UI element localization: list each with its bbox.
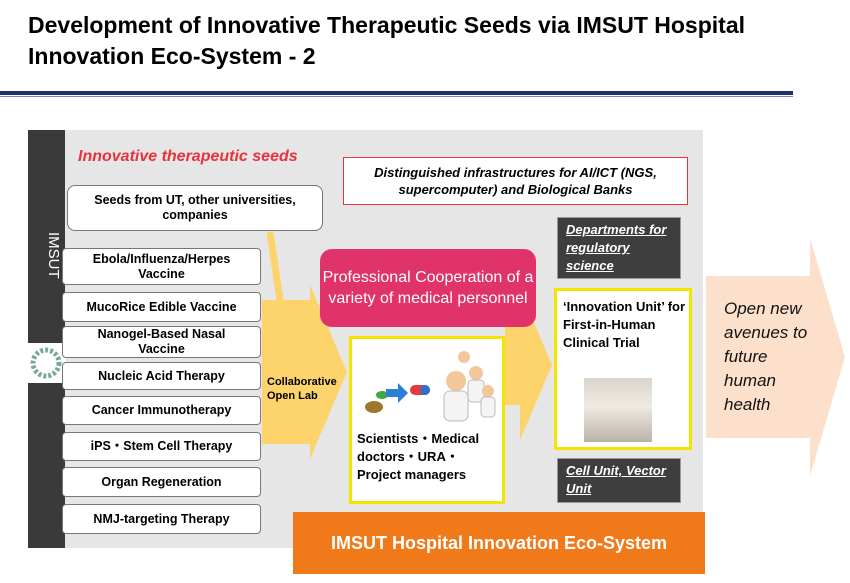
seeds-heading: Innovative therapeutic seeds bbox=[78, 148, 298, 165]
team-box bbox=[349, 336, 505, 504]
open-avenues-arrow bbox=[706, 238, 845, 476]
seed-item-ebola: Ebola/Influenza/Herpes Vaccine bbox=[62, 248, 261, 285]
cell-unit-box: Cell Unit, Vector Unit bbox=[557, 458, 681, 503]
team-members-text: Scientists・Medical doctors・URA・Project m… bbox=[357, 431, 480, 482]
eco-system-banner: IMSUT Hospital Innovation Eco-System bbox=[293, 512, 705, 574]
seed-flow-arrow bbox=[262, 285, 347, 459]
infrastructure-box: Distinguished infrastructures for AI/ICT… bbox=[343, 157, 688, 205]
title-divider bbox=[0, 91, 793, 95]
seed-item-nucleic-acid: Nucleic Acid Therapy bbox=[62, 362, 261, 390]
team-to-unit-arrow bbox=[505, 290, 552, 440]
cooperation-box: Professional Cooperation of a variety of… bbox=[320, 249, 536, 327]
seed-item-mucorice: MucoRice Edible Vaccine bbox=[62, 292, 261, 322]
sidebar-label: IMSUT bbox=[45, 231, 62, 279]
imsut-logo-icon bbox=[26, 343, 66, 383]
seed-sources-box: Seeds from UT, other universities, compa… bbox=[67, 185, 323, 231]
open-avenues-text: Open new avenues to future human health bbox=[724, 299, 808, 414]
seed-item-nmj: NMJ-targeting Therapy bbox=[62, 504, 261, 534]
collaborative-open-lab-label: Collaborative Open Lab bbox=[267, 376, 337, 402]
slide-title: Development of Innovative Therapeutic Se… bbox=[28, 12, 745, 69]
clinical-unit-photo bbox=[584, 378, 652, 442]
innovation-unit-text: ‘Innovation Unit’ for First-in-Human Cli… bbox=[563, 299, 686, 350]
imsut-sidebar bbox=[28, 130, 65, 548]
seed-item-nanogel: Nanogel-Based Nasal Vaccine bbox=[62, 326, 261, 358]
team-illustration-icon bbox=[365, 351, 496, 422]
title-divider-thin bbox=[0, 96, 793, 97]
seed-source-connector bbox=[266, 231, 304, 357]
departments-box: Departments for regulatory science bbox=[557, 217, 681, 279]
seed-item-ips: iPS・Stem Cell Therapy bbox=[62, 432, 261, 461]
seed-item-organ-regeneration: Organ Regeneration bbox=[62, 467, 261, 497]
seed-item-cancer-immunotherapy: Cancer Immunotherapy bbox=[62, 396, 261, 425]
